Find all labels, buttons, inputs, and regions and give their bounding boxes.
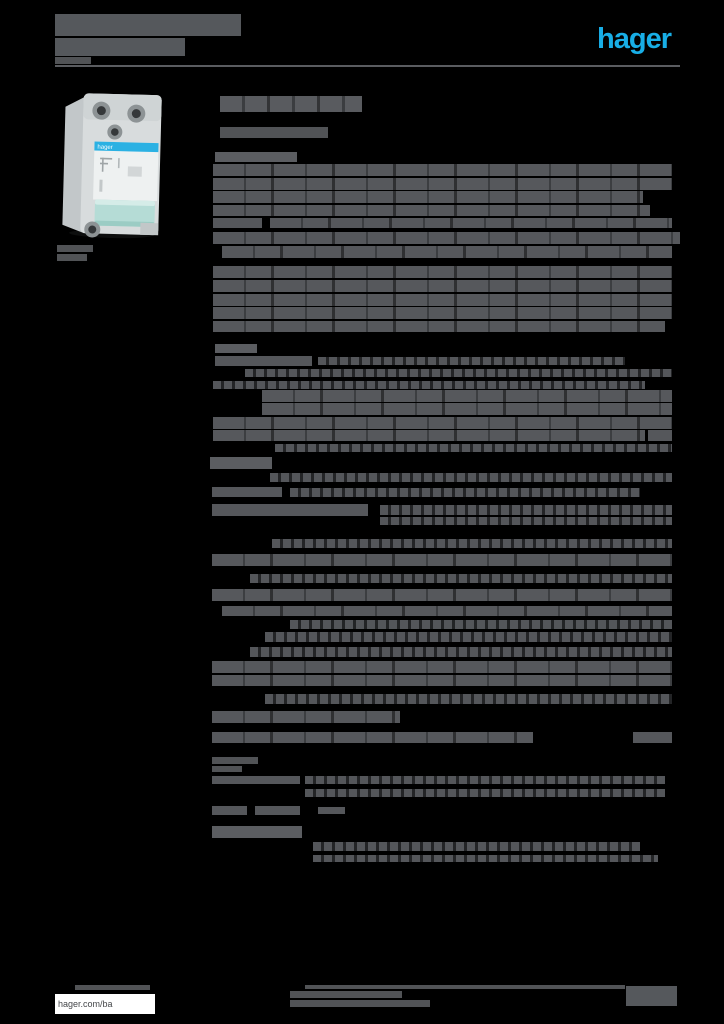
redacted-small-text	[290, 1000, 430, 1007]
spec-label	[212, 487, 282, 497]
spec-dotted-leader	[290, 488, 640, 497]
redacted-text-line	[212, 661, 672, 673]
spec-dotted-leader	[265, 694, 672, 704]
screw-slot	[96, 106, 106, 116]
spec-value	[648, 430, 672, 441]
spec-dotted-leader	[380, 517, 672, 525]
screw-slot	[88, 225, 97, 234]
redacted-small-text	[220, 127, 328, 138]
redacted-title	[220, 96, 362, 112]
redacted-small-text	[57, 254, 87, 261]
redacted-small-text	[212, 766, 242, 772]
website-link-text: hager.com/ba	[58, 999, 113, 1009]
switch-highlight	[94, 199, 155, 207]
front-label-panel	[93, 141, 159, 202]
redacted-text-line	[212, 675, 672, 686]
redacted-small-text	[75, 985, 150, 990]
product-photo-illustration: hager	[62, 93, 162, 239]
redacted-text-line	[212, 732, 533, 743]
redacted-text-line	[213, 294, 672, 306]
spec-label	[215, 356, 312, 366]
spec-label	[212, 776, 300, 784]
redacted-text-line	[213, 205, 650, 216]
screw-slot	[111, 128, 119, 136]
redacted-text-line	[270, 218, 672, 228]
product-photo: hager	[56, 88, 170, 240]
spec-dotted-leader	[290, 620, 672, 629]
schematic-mark	[117, 158, 120, 169]
redacted-text-line	[213, 280, 672, 292]
schematic-mark	[100, 157, 113, 160]
redacted-text-line	[262, 390, 672, 402]
spec-dotted-leader	[250, 647, 672, 657]
redacted-text-line	[213, 191, 643, 203]
spec-dotted-leader	[313, 855, 658, 862]
spec-value	[633, 732, 672, 743]
spec-label	[255, 806, 300, 815]
redacted-text-line	[213, 417, 672, 429]
schematic-mark	[99, 179, 103, 192]
spec-dotted-leader	[250, 574, 672, 583]
redacted-section-heading	[215, 152, 297, 162]
redacted-text-line	[213, 232, 680, 244]
redacted-text-block	[626, 986, 677, 1006]
spec-dotted-leader	[265, 632, 672, 642]
spec-dotted-leader	[270, 473, 672, 482]
schematic-mark	[101, 157, 104, 172]
spec-dotted-leader	[318, 357, 625, 365]
redacted-text-line	[213, 321, 665, 332]
redacted-text-line	[222, 246, 672, 258]
redacted-section-heading	[210, 457, 272, 469]
header-divider	[55, 65, 680, 67]
redacted-small-text	[55, 57, 91, 64]
redacted-text-line	[212, 589, 672, 601]
spec-dotted-leader	[272, 539, 672, 548]
brand-band-label: hager	[97, 145, 113, 151]
redacted-small-text	[305, 985, 625, 989]
spec-label	[213, 218, 262, 228]
spec-dotted-leader	[305, 789, 665, 797]
redacted-text-line	[213, 307, 672, 319]
redacted-section-heading	[215, 344, 257, 353]
spec-label	[212, 806, 247, 815]
redacted-text-line	[213, 164, 672, 176]
spec-value	[318, 807, 345, 814]
redacted-section-heading	[212, 826, 302, 838]
redacted-text-line	[213, 178, 672, 190]
spec-dotted-leader	[313, 842, 640, 851]
website-link: hager.com/ba	[55, 994, 155, 1014]
redacted-text-line	[222, 606, 672, 616]
redacted-text-line	[262, 403, 672, 415]
spec-dotted-leader	[380, 505, 672, 515]
redacted-text-line	[213, 430, 645, 441]
redacted-text-block	[55, 14, 241, 36]
redacted-text-line	[212, 554, 672, 566]
redacted-text-line	[212, 711, 400, 723]
switch-lever	[94, 199, 155, 228]
redacted-text-block	[55, 38, 185, 56]
hager-logo: hager	[597, 23, 672, 55]
module-foot	[140, 222, 159, 236]
screw-slot	[131, 109, 141, 119]
brand-band	[94, 141, 159, 153]
schematic-mark	[99, 162, 109, 165]
redacted-small-text	[212, 757, 258, 764]
switch-shade	[94, 220, 155, 228]
spec-dotted-leader	[245, 369, 672, 377]
redacted-text-line	[213, 266, 672, 278]
spec-dotted-leader	[275, 444, 672, 452]
rating-box	[127, 166, 142, 177]
spec-dotted-leader	[213, 381, 645, 389]
spec-label	[212, 504, 368, 516]
spec-dotted-leader	[305, 776, 665, 784]
redacted-small-text	[57, 245, 93, 252]
redacted-small-text	[290, 991, 402, 998]
